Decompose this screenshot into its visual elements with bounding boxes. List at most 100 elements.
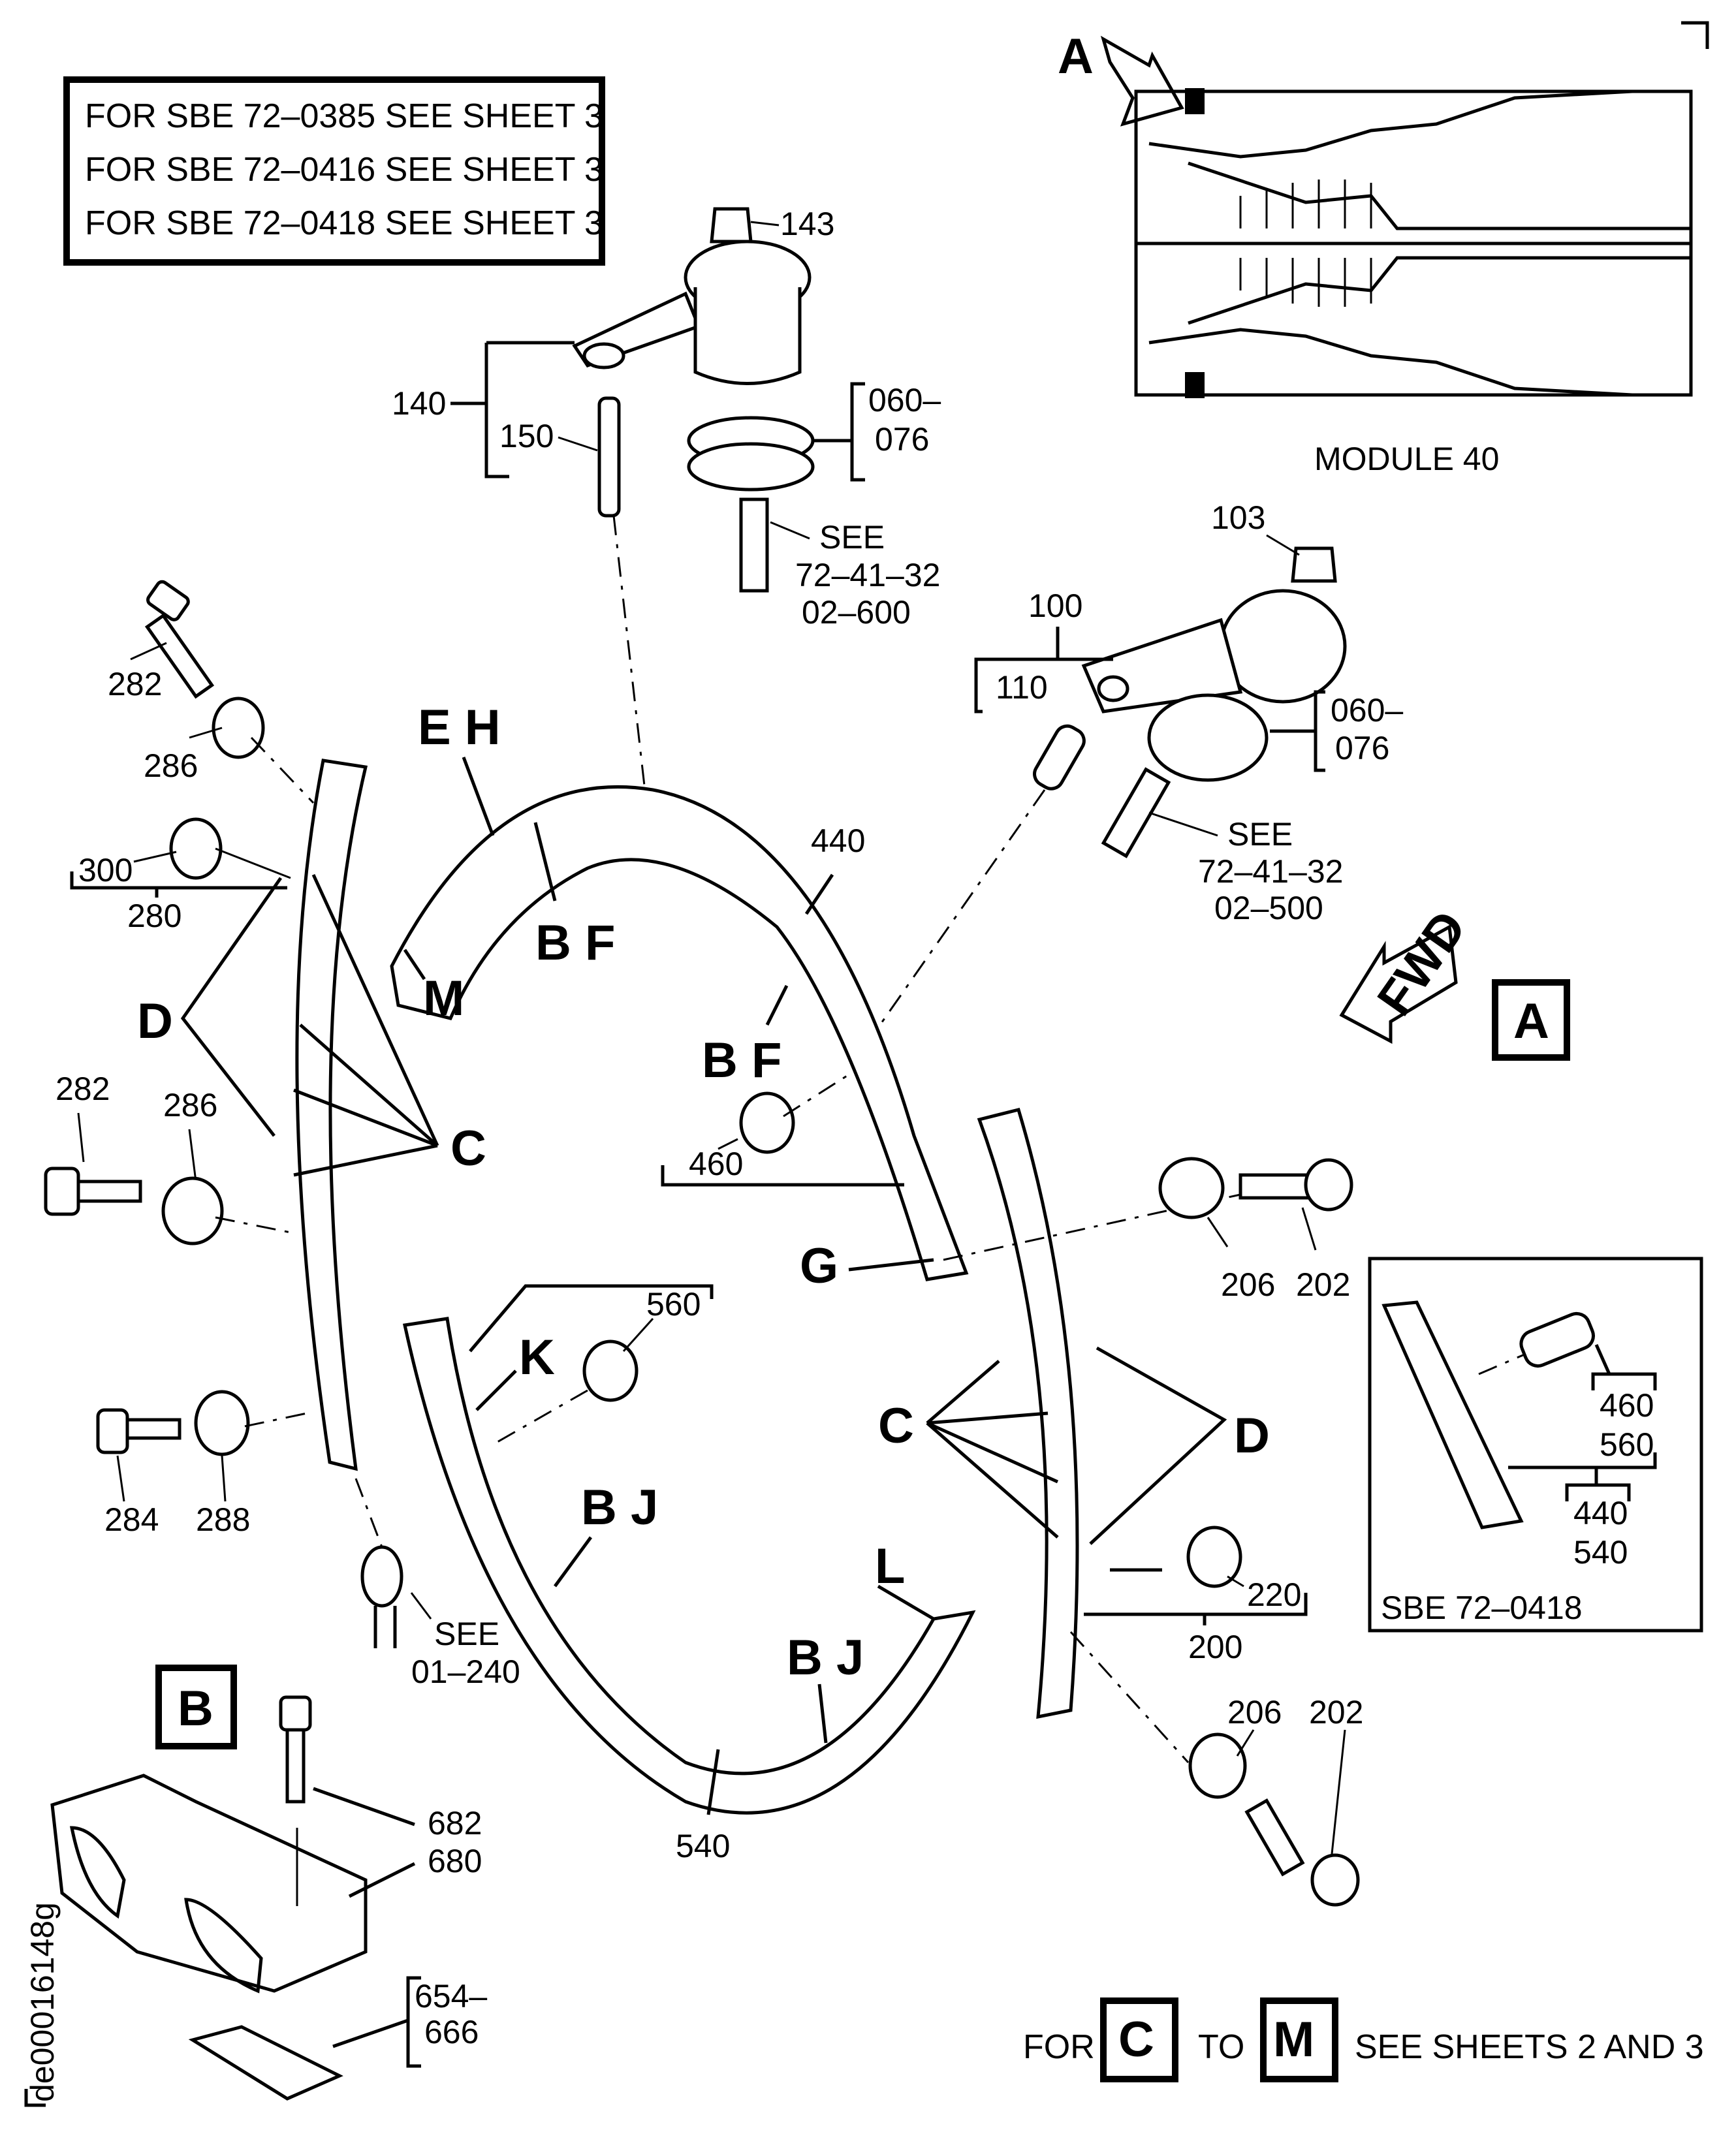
view-tag-b-frame (155, 1665, 237, 1749)
letter-bj-2: B J (787, 1630, 864, 1685)
view-tag-b: B (178, 1681, 213, 1736)
callout-143: 143 (780, 206, 834, 242)
callout-060-076-top-1: 060– (868, 382, 941, 418)
assembly-100: 103 100 110 060– 076 SEE 72–41–32 02–500 (974, 499, 1403, 926)
pin-150-icon (597, 396, 621, 518)
callout-140: 140 (392, 385, 446, 422)
see-right-2: 72–41–32 (1198, 853, 1343, 890)
view-b: B 682 680 654– 666 (50, 1665, 487, 2101)
leader-d-left (180, 877, 283, 1137)
link-rod-icon (360, 1545, 403, 1608)
centerline-282-top (250, 736, 315, 804)
view-tag-a: A (1513, 994, 1549, 1049)
footer-tag-m-frame (1260, 1997, 1338, 2082)
bushing-206-top-icon (1158, 1157, 1225, 1219)
engine-casing-bottom (1148, 328, 1691, 397)
callout-682: 682 (428, 1805, 482, 1841)
bushing-286-top-icon (212, 697, 265, 759)
corner-mark (1681, 21, 1709, 49)
notes-box-frame (63, 76, 605, 266)
footer-suffix: SEE SHEETS 2 AND 3 (1355, 2028, 1704, 2066)
ring-segment-440 (390, 785, 969, 1281)
see-right-3: 02–500 (1214, 890, 1323, 926)
letter-m: M (423, 971, 464, 1026)
spring-icon (739, 497, 769, 593)
letter-eh: E H (418, 700, 501, 755)
sbe-ring-segment-icon (1381, 1300, 1524, 1529)
leader-c-left (293, 873, 439, 1177)
letter-d-right: D (1234, 1408, 1270, 1464)
footer-note: FOR C TO M SEE SHEETS 2 AND 3 (1023, 1997, 1704, 2082)
see-bottom-1: SEE (434, 1616, 499, 1652)
fwd-arrow-icon (1339, 924, 1458, 1044)
view-tag-a-frame (1492, 979, 1570, 1061)
engine-rotor-top (1188, 161, 1691, 230)
bolt-282-mid-icon (44, 1167, 80, 1216)
sbe-caption: SBE 72–0418 (1381, 1590, 1583, 1626)
pin-110-icon (1033, 724, 1086, 791)
segment-200 (977, 1107, 1079, 1719)
sbe-callout-540: 540 (1573, 1534, 1628, 1571)
bushing-460-icon (739, 1091, 795, 1154)
letter-d-left: D (137, 994, 173, 1049)
engine-rotor-bottom (1188, 256, 1691, 325)
bushing-206-bot-icon (1188, 1732, 1247, 1799)
callout-654-666-1: 654– (415, 1978, 487, 2014)
note-line-2: FOR SBE 72–0416 SEE SHEET 3 (85, 151, 603, 189)
washer-288-icon (194, 1390, 250, 1456)
note-line-1: FOR SBE 72–0385 SEE SHEET 3 (85, 97, 603, 135)
callout-220: 220 (1247, 1576, 1301, 1613)
see-bottom-2: 01–240 (411, 1653, 520, 1690)
bolt-202-bot-icon (1244, 1798, 1305, 1877)
footer-middle: TO (1198, 2028, 1244, 2066)
callout-440: 440 (811, 822, 865, 859)
view-arrow-label: A (1058, 29, 1094, 84)
callout-280: 280 (127, 898, 181, 934)
callout-202-bot: 202 (1309, 1694, 1363, 1731)
left-fasteners: 282 286 300 280 (70, 580, 291, 934)
callout-060-076-right-1: 060– (1331, 692, 1403, 728)
letter-bf-2: B F (702, 1033, 781, 1088)
sbe-bushing-icon (1519, 1311, 1595, 1368)
callout-060-076-right-2: 076 (1335, 730, 1389, 766)
letter-k: K (519, 1330, 555, 1385)
sbe-inset-frame (1368, 1257, 1703, 1633)
engine-highlight-top (1185, 88, 1205, 114)
sbe-callout-560: 560 (1600, 1426, 1654, 1463)
callout-150: 150 (499, 418, 554, 454)
bushing-300-icon (169, 817, 223, 880)
letter-c-right: C (878, 1398, 914, 1454)
bushing-560-icon (582, 1339, 639, 1402)
callout-206-top: 206 (1221, 1266, 1275, 1303)
letter-bf-1: B F (535, 915, 615, 971)
callout-540: 540 (676, 1828, 730, 1864)
assembly-140: 143 140 150 060– 076 SEE 72–41–32 02–600 (392, 206, 941, 631)
notes-box: FOR SBE 72–0385 SEE SHEET 3 FOR SBE 72–0… (63, 76, 605, 266)
bracket-680-icon (50, 1774, 368, 1993)
sbe-inset: 460 560 440 540 SBE 72–0418 (1368, 1257, 1703, 1633)
letter-c-left: C (450, 1121, 486, 1176)
callout-654-666-2: 666 (424, 2014, 479, 2050)
callout-286-top: 286 (144, 747, 198, 784)
bolt-282-top-icon (146, 580, 190, 621)
view-arrow-icon (1100, 35, 1184, 127)
nut-143-icon (710, 207, 753, 243)
callout-680: 680 (428, 1843, 482, 1879)
engine-highlight-bottom (1185, 372, 1205, 398)
see-top-3: 02–600 (802, 594, 911, 631)
callout-288: 288 (196, 1501, 250, 1538)
callout-202-top: 202 (1296, 1266, 1350, 1303)
letter-g: G (800, 1238, 838, 1294)
callout-560: 560 (646, 1286, 701, 1323)
bushing-220-icon (1186, 1526, 1242, 1588)
callout-284: 284 (104, 1501, 159, 1538)
letter-l: L (875, 1539, 905, 1594)
callout-100: 100 (1028, 587, 1082, 624)
footer-tag-c-frame (1100, 1997, 1178, 2082)
see-top-2: 72–41–32 (795, 557, 940, 593)
callout-206-bot: 206 (1227, 1694, 1282, 1731)
letter-bj-1: B J (581, 1480, 658, 1535)
centerline-150 (612, 515, 648, 804)
sbe-callout-460: 460 (1600, 1387, 1654, 1424)
